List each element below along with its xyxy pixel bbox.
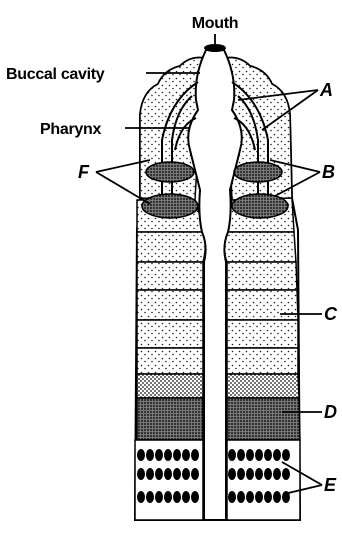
bead — [146, 449, 154, 461]
bead — [246, 468, 254, 480]
bead — [137, 468, 145, 480]
label-d: D — [324, 402, 337, 422]
label-a: A — [319, 80, 333, 100]
bead — [264, 491, 272, 503]
bead — [173, 449, 181, 461]
bead — [173, 468, 181, 480]
label-b: B — [322, 162, 335, 182]
bead — [173, 491, 181, 503]
bead — [255, 468, 263, 480]
bead — [228, 491, 236, 503]
bead — [182, 449, 190, 461]
bead — [137, 449, 145, 461]
label-mouth: Mouth — [192, 15, 238, 32]
bead — [164, 449, 172, 461]
bead — [273, 491, 281, 503]
bead — [182, 491, 190, 503]
bead — [246, 491, 254, 503]
bead — [237, 468, 245, 480]
bead — [164, 491, 172, 503]
bead — [237, 449, 245, 461]
bead — [273, 449, 281, 461]
bead — [155, 491, 163, 503]
label-buccal-cavity: Buccal cavity — [6, 66, 105, 83]
bead — [191, 468, 199, 480]
label-e: E — [324, 475, 337, 495]
bead — [191, 491, 199, 503]
bead — [146, 491, 154, 503]
bead — [264, 449, 272, 461]
bead — [255, 491, 263, 503]
bead — [155, 468, 163, 480]
bead — [282, 449, 290, 461]
bead — [264, 468, 272, 480]
bead — [228, 468, 236, 480]
bead — [182, 468, 190, 480]
bead — [146, 468, 154, 480]
bead — [155, 449, 163, 461]
label-f: F — [78, 162, 90, 182]
bead — [255, 449, 263, 461]
bead — [237, 491, 245, 503]
label-c: C — [324, 304, 338, 324]
bead — [137, 491, 145, 503]
bead — [228, 449, 236, 461]
bead — [282, 468, 290, 480]
bead — [191, 449, 199, 461]
label-pharynx: Pharynx — [40, 121, 101, 138]
bead — [273, 468, 281, 480]
bead — [164, 468, 172, 480]
bead — [246, 449, 254, 461]
